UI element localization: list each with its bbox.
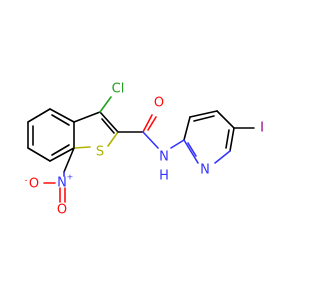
amide-group [117, 114, 185, 149]
nitro-oxygen-left-label: O [29, 177, 39, 192]
amide-hydrogen-label: H [159, 169, 169, 184]
nitro-oxygen-top-label: O [57, 203, 67, 218]
benzene-ring [27, 108, 75, 162]
amide-nitrogen-label: N [159, 150, 169, 165]
pyridine-ring [183, 110, 235, 164]
c-cl-bond [99, 96, 112, 113]
amide-oxygen-label: O [154, 96, 164, 111]
iodine-label: I [260, 121, 264, 136]
molecule-structure: Cl O S N H N I N + O O - [25, 82, 264, 218]
nitro-nitrogen-label: N [57, 176, 67, 191]
nitro-group [43, 147, 75, 203]
nitro-nitrogen-charge: + [67, 173, 74, 182]
sulfur-label: S [96, 145, 104, 160]
pyridine-nitrogen-label: N [200, 163, 210, 178]
thiophene-ring [73, 111, 119, 149]
chlorine-label: Cl [112, 82, 125, 97]
nitro-oxygen-left-charge: - [25, 176, 28, 185]
